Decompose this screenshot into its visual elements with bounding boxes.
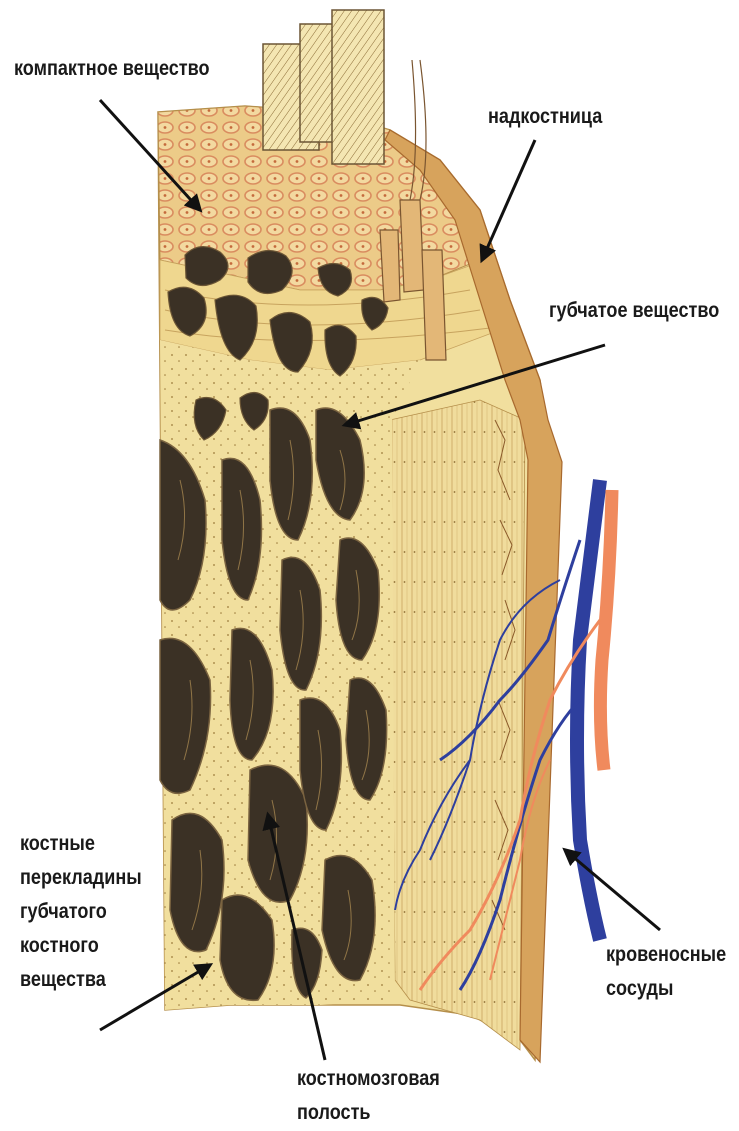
label-trabeculae-line: костные xyxy=(20,827,142,861)
label-trabeculae-line: вещества xyxy=(20,963,142,997)
label-trabeculae: костные перекладины губчатого костного в… xyxy=(20,827,142,997)
label-vessels-line: кровеносные xyxy=(606,938,726,972)
label-compact-bone: компактное вещество xyxy=(14,52,210,86)
label-blood-vessels: кровеносные сосуды xyxy=(606,938,726,1006)
label-marrow-line: полость xyxy=(297,1096,440,1130)
osteon-columns xyxy=(263,10,384,164)
label-trabeculae-line: костного xyxy=(20,929,142,963)
label-trabeculae-line: губчатого xyxy=(20,895,142,929)
label-marrow-line: костномозговая xyxy=(297,1062,440,1096)
label-vessels-line: сосуды xyxy=(606,972,726,1006)
side-cortex xyxy=(390,400,525,1050)
arrow-vessels xyxy=(565,850,660,930)
label-trabeculae-line: перекладины xyxy=(20,861,142,895)
label-periosteum: надкостница xyxy=(488,100,602,134)
artery-main xyxy=(600,490,612,770)
arrow-periosteum xyxy=(482,140,535,260)
label-spongy-bone: губчатое вещество xyxy=(549,294,719,328)
label-marrow-cavity: костномозговая полость xyxy=(297,1062,440,1130)
